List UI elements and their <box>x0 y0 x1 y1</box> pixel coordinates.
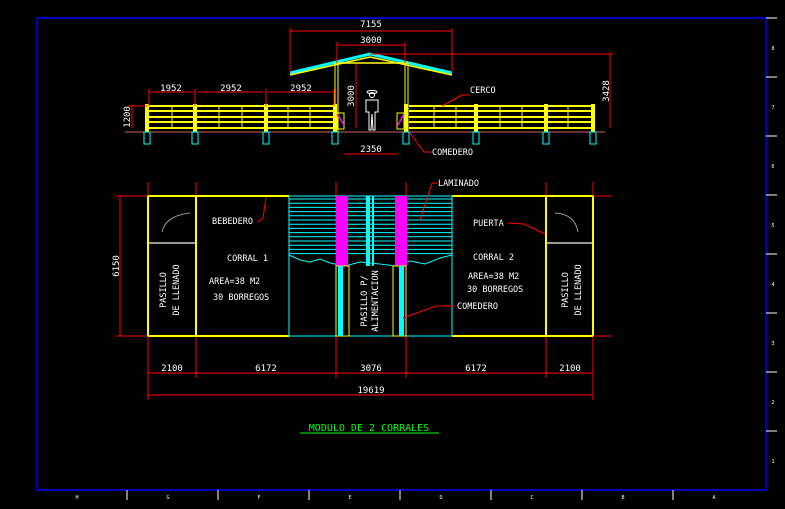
border-column-label: E <box>348 495 351 501</box>
label-pasillo-right-1: PASILLO <box>561 272 571 308</box>
ridge-column-right <box>372 196 374 266</box>
fence-post <box>404 104 408 132</box>
drawing-title: MODULO DE 2 CORRALES <box>309 423 429 434</box>
label-corral-2: CORRAL 2 <box>473 253 514 263</box>
feeder-right <box>396 112 405 130</box>
label-pasillo-left-2: DE LLENADO <box>172 264 182 315</box>
dim-roof-width: 7155 <box>360 20 382 30</box>
border-row-label: 5 <box>771 223 774 229</box>
border-column-label: G <box>166 495 169 501</box>
fence-post <box>474 104 478 132</box>
feeder-band-right <box>395 196 407 266</box>
feeder-left-mark <box>336 113 345 126</box>
post-footing <box>143 131 151 145</box>
dim-bay2: 2952 <box>220 84 242 94</box>
border-column-label: B <box>621 495 624 501</box>
post-footing <box>589 131 597 145</box>
fence-post <box>333 104 337 132</box>
elevation-dimensions <box>128 28 614 155</box>
dim-center-width: 3000 <box>360 36 382 46</box>
label-feed-aisle-1: PASILLO P/ <box>360 275 370 326</box>
feeding-shed <box>288 195 453 337</box>
border-row-label: 1 <box>771 459 774 465</box>
label-comedero-plan: COMEDERO <box>457 302 498 312</box>
border-ticks: H G F E D C B A 8 7 6 5 4 3 2 1 <box>75 17 777 501</box>
dim-bay3: 2952 <box>290 84 312 94</box>
border-column-label: D <box>439 495 442 501</box>
fence-post <box>264 104 268 132</box>
border-row-label: 6 <box>771 164 774 170</box>
swing-arrow-left-icon <box>161 212 191 233</box>
plan-leaders <box>257 182 546 319</box>
label-cerco: CERCO <box>470 86 496 96</box>
roof-edge <box>288 254 453 267</box>
elevation-view: 7155 3000 1952 2952 2952 1200 3000 3428 … <box>123 20 614 158</box>
label-count-2: 30 BORREGOS <box>467 285 523 295</box>
border-row-label: 7 <box>771 105 774 111</box>
label-comedero-elev: COMEDERO <box>432 148 473 158</box>
fence-post <box>544 104 548 132</box>
corral-walls <box>147 195 594 337</box>
label-area-1: AREA=38 M2 <box>209 277 260 287</box>
post-footing <box>191 131 199 145</box>
fence-post <box>591 104 595 132</box>
feeder-band-left <box>336 196 348 266</box>
border-row-label: 3 <box>771 341 774 347</box>
label-corral-1: CORRAL 1 <box>227 254 268 264</box>
post-footing <box>402 131 410 145</box>
dim-bay1: 1952 <box>160 84 182 94</box>
label-count-1: 30 BORREGOS <box>213 293 269 303</box>
plan-view: 6150 2100 6172 3076 6172 2100 19619 LAMI… <box>112 179 612 400</box>
dim-fence-height: 1200 <box>123 106 133 128</box>
dim-seg2: 6172 <box>255 364 277 374</box>
label-pasillo-left-1: PASILLO <box>159 272 169 308</box>
comedero-left-fill <box>338 266 343 336</box>
dim-seg1: 2100 <box>161 364 183 374</box>
border-row-label: 8 <box>771 46 774 52</box>
border-column-label: A <box>712 495 715 501</box>
dim-depth: 6150 <box>112 255 122 277</box>
border-column-label: F <box>257 495 260 501</box>
ridge-column-left <box>366 196 370 266</box>
post-footing <box>262 131 270 145</box>
label-laminado: LAMINADO <box>438 179 479 189</box>
label-bebedero: BEBEDERO <box>212 217 253 227</box>
border-row-label: 4 <box>771 282 774 288</box>
fences <box>143 104 597 145</box>
dim-total: 19619 <box>357 386 384 396</box>
person-figure <box>365 90 379 131</box>
dim-seg4: 6172 <box>465 364 487 374</box>
dim-total-height: 3428 <box>602 80 612 102</box>
label-pasillo-right-2: DE LLENADO <box>574 264 584 315</box>
border-row-label: 2 <box>771 400 774 406</box>
dim-feeder-gap: 2350 <box>360 145 382 155</box>
label-feed-aisle-2: ALIMENTACION <box>371 270 381 331</box>
dim-seg5: 2100 <box>559 364 581 374</box>
label-area-2: AREA=38 M2 <box>468 272 519 282</box>
dim-post-height: 3000 <box>347 85 357 107</box>
fence-post <box>145 104 149 132</box>
border-column-label: C <box>530 495 533 501</box>
post-footing <box>542 131 550 145</box>
swing-arrow-right-icon <box>554 212 579 233</box>
dim-seg3: 3076 <box>360 364 382 374</box>
fence-post <box>193 104 197 132</box>
roof-sheets <box>289 198 452 255</box>
post-footing <box>331 131 339 145</box>
post-footing <box>472 131 480 145</box>
roof-truss <box>289 56 453 76</box>
feeder-left <box>336 112 345 130</box>
label-puerta: PUERTA <box>473 219 504 229</box>
comedero-right-fill <box>399 266 404 336</box>
border-column-label: H <box>75 495 78 501</box>
feeder-right-mark <box>397 113 405 126</box>
